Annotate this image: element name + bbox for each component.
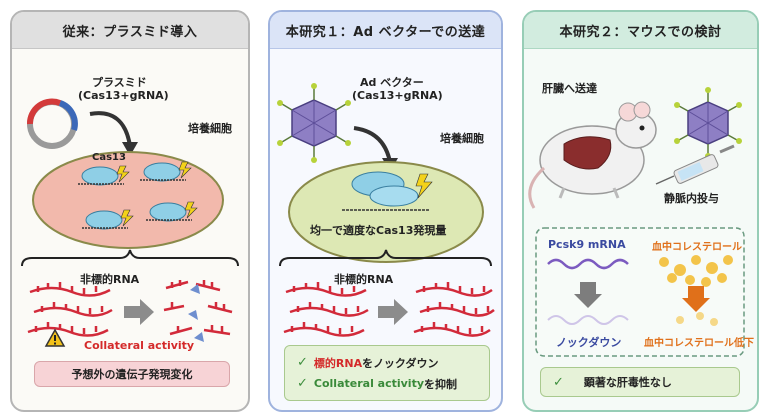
adenovirus-icon	[674, 87, 742, 159]
check-icon: ✓	[297, 355, 308, 370]
knockdown-arrow	[574, 282, 602, 308]
cas13-complex	[140, 161, 192, 182]
result-box: ✓ 標的RNA をノックダウン ✓ Collateral activity を抑…	[284, 345, 490, 401]
cultured-cell	[288, 161, 484, 263]
vector-label: Ad ベクター	[360, 76, 424, 89]
process-arrow	[124, 299, 154, 325]
panel3-illustration	[528, 87, 745, 357]
decrease-arrow	[682, 286, 710, 312]
brace	[279, 249, 492, 267]
vector-sub: (Cas13+gRNA)	[352, 89, 443, 102]
cholesterol-dots-low	[676, 312, 718, 326]
result-box: ✓ 顕著な肝毒性なし	[540, 367, 740, 397]
check-item-suppress: ✓ Collateral activity を抑制	[297, 376, 457, 392]
check1-rest: をノックダウン	[362, 356, 439, 370]
panel-mouse: 本研究２：マウスでの検討	[522, 10, 759, 412]
delivery-arrow	[89, 111, 132, 147]
mrna-wave-faint	[547, 315, 629, 325]
panel2-title: 本研究１：Ad ベクターでの送達	[270, 12, 501, 49]
cell-label: 培養細胞	[440, 132, 484, 145]
rna-label: 非標的RNA	[334, 273, 394, 286]
warning-text: Collateral activity	[84, 339, 195, 352]
check2-rest: を抑制	[424, 377, 458, 391]
liver-label: 肝臓へ送達	[542, 82, 597, 95]
rna-label: 非標的RNA	[80, 273, 140, 286]
cas13-label: Cas13	[92, 152, 126, 163]
panel2-illustration	[277, 83, 495, 337]
panel-plasmid: 従来：プラスミド導入	[10, 10, 250, 412]
mrna-label: Pcsk9 mRNA	[548, 238, 626, 251]
panel1-title: 従来：プラスミド導入	[12, 12, 248, 49]
rna-strands-intact	[283, 282, 369, 337]
process-arrow	[378, 299, 408, 325]
cell-label: 培養細胞	[188, 122, 232, 135]
cas13-complex	[78, 165, 130, 186]
rna-fragments-cleaved	[163, 280, 233, 336]
result-text: 顕著な肝毒性なし	[583, 376, 672, 389]
panel-ad-vector: 本研究１：Ad ベクターでの送達	[268, 10, 503, 412]
check-icon: ✓	[553, 374, 564, 390]
panel3-title: 本研究２：マウスでの検討	[524, 12, 757, 49]
expression-text: 均一で適度なCas13発現量	[310, 224, 447, 237]
result-box: 予想外の遺伝子発現変化	[34, 361, 230, 387]
rna-strands-intact	[27, 282, 113, 337]
cas13-complex	[146, 201, 198, 222]
cholesterol-dots-high	[659, 255, 733, 287]
liver-icon	[563, 136, 612, 170]
result-text: 予想外の遺伝子発現変化	[71, 368, 193, 381]
check1-highlight: 標的RNA	[313, 356, 363, 370]
brace	[21, 249, 239, 267]
warning-icon	[44, 328, 66, 347]
check-item-knockdown: ✓ 標的RNA をノックダウン	[297, 355, 438, 371]
cas13-complex	[342, 171, 433, 211]
delivery-arrow	[353, 126, 392, 163]
cas13-complex	[82, 209, 134, 230]
syringe-icon	[655, 144, 735, 185]
injection-label: 静脈内投与	[664, 192, 719, 205]
cholesterol-down-label: 血中コレステロール低下	[644, 338, 754, 349]
knockdown-label: ノックダウン	[556, 336, 622, 349]
plasmid-label: プラスミド	[92, 76, 147, 89]
adenovirus-icon	[277, 83, 351, 163]
plasmid-icon	[26, 98, 78, 149]
check2-highlight: Collateral activity	[313, 377, 425, 390]
plasmid-sub: (Cas13+gRNA)	[78, 89, 169, 102]
cultured-cell	[32, 151, 224, 249]
rna-strands-intact-after	[413, 282, 495, 337]
panel1-illustration	[21, 98, 239, 347]
cholesterol-label: 血中コレステロール	[652, 242, 742, 253]
check-icon: ✓	[297, 376, 308, 391]
cas13-fragments	[188, 284, 204, 342]
mrna-wave	[547, 258, 629, 270]
